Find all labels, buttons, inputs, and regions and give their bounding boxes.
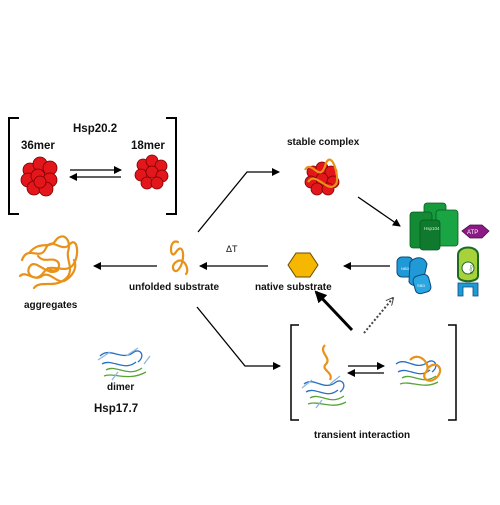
transient-bound-complex-icon [395, 355, 442, 386]
oligomer-36mer-icon [20, 156, 58, 197]
svg-text:NBD: NBD [401, 266, 410, 271]
transient-free-dimer-icon [301, 344, 347, 409]
svg-text:Hsp104: Hsp104 [424, 226, 440, 231]
hsp20-2-bracket [8, 117, 177, 215]
arrow-to-chaperone-machinery [357, 196, 401, 227]
transient-interaction-bracket [290, 324, 457, 421]
mer18-label: 18mer [131, 140, 165, 152]
atp-label: ATP [467, 230, 478, 236]
oligomer-18mer-icon [134, 154, 169, 190]
transient-interaction-label: transient interaction [314, 430, 411, 441]
svg-text:GrpE: GrpE [469, 265, 474, 275]
svg-text:SBD: SBD [417, 283, 425, 288]
arrow-transient-to-hsp70-dotted [363, 298, 393, 334]
native-substrate-label: native substrate [255, 282, 332, 293]
partition-arrows [196, 168, 281, 370]
mer36-label: 36mer [21, 140, 55, 152]
nucleotide-exchange-factor-icon: GrpE [457, 246, 479, 297]
hsp70-chaperone-icon: NBD SBD [396, 256, 432, 295]
unfolded-substrate-icon [169, 240, 189, 276]
aggregates-label: aggregates [24, 300, 78, 311]
hsp20-2-label: Hsp20.2 [73, 123, 118, 135]
hsp100-disaggregase-icon: Hsp104 [409, 202, 459, 251]
hsp17-7-dimer-icon [97, 347, 151, 381]
delta-t-label: ΔT [226, 244, 238, 254]
oligomer-equilibrium-arrows [69, 166, 122, 181]
aggregates-icon [18, 235, 79, 290]
transient-equilibrium-arrows [347, 362, 385, 377]
native-substrate-icon [287, 252, 319, 278]
atp-icon: ATP [461, 224, 490, 239]
dimer-label: dimer [107, 382, 135, 393]
stable-complex-label: stable complex [287, 137, 360, 148]
hsp17-7-label: Hsp17.7 [94, 403, 139, 415]
arrow-transient-to-native [314, 290, 354, 332]
unfolded-substrate-label: unfolded substrate [129, 282, 220, 293]
stable-complex-icon [304, 158, 340, 196]
